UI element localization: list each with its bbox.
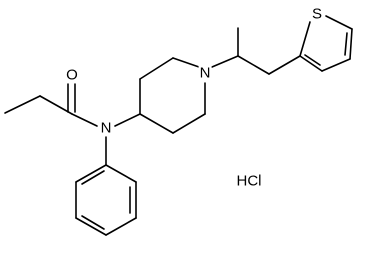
phenyl-double-3 xyxy=(81,170,105,185)
piperidine-bond-5 xyxy=(172,113,206,134)
thiophene-bond-c5-c4 xyxy=(349,28,353,60)
thiophene-bond-c3-c2 xyxy=(299,55,323,72)
phenyl-bond-3 xyxy=(105,217,137,236)
oxygen-atom-label: O xyxy=(65,66,79,84)
piperidine-bond-2 xyxy=(139,57,174,80)
bond-n-piperidine xyxy=(114,113,141,127)
amide-nitrogen-label: N xyxy=(99,119,113,137)
bond-ethyl xyxy=(4,95,41,114)
bond-carbonyl-n xyxy=(71,113,98,127)
phenyl-bond-1 xyxy=(105,164,137,183)
hcl-salt-label: HCl xyxy=(236,172,262,190)
bond-n-ch xyxy=(211,55,239,68)
thiophene-double-1 xyxy=(344,32,348,56)
phenyl-bond-4 xyxy=(75,217,107,236)
bond-ch2-thiophene xyxy=(268,55,301,75)
piperidine-bond-6 xyxy=(139,113,174,134)
bond-ch-ch2 xyxy=(237,55,270,75)
sulfur-atom-label: S xyxy=(310,5,324,23)
bond-methylene-carbonyl xyxy=(39,95,73,115)
thiophene-double-2 xyxy=(304,54,321,66)
piperidine-bond-3 xyxy=(172,57,200,68)
piperidine-nitrogen-label: N xyxy=(198,64,212,82)
phenyl-double-2 xyxy=(81,215,105,230)
thiophene-bond-c2-s xyxy=(299,21,311,57)
phenyl-bond-6 xyxy=(75,164,107,183)
thiophene-bond-s-c5 xyxy=(325,15,353,30)
thiophene-bond-c4-c3 xyxy=(321,58,351,72)
